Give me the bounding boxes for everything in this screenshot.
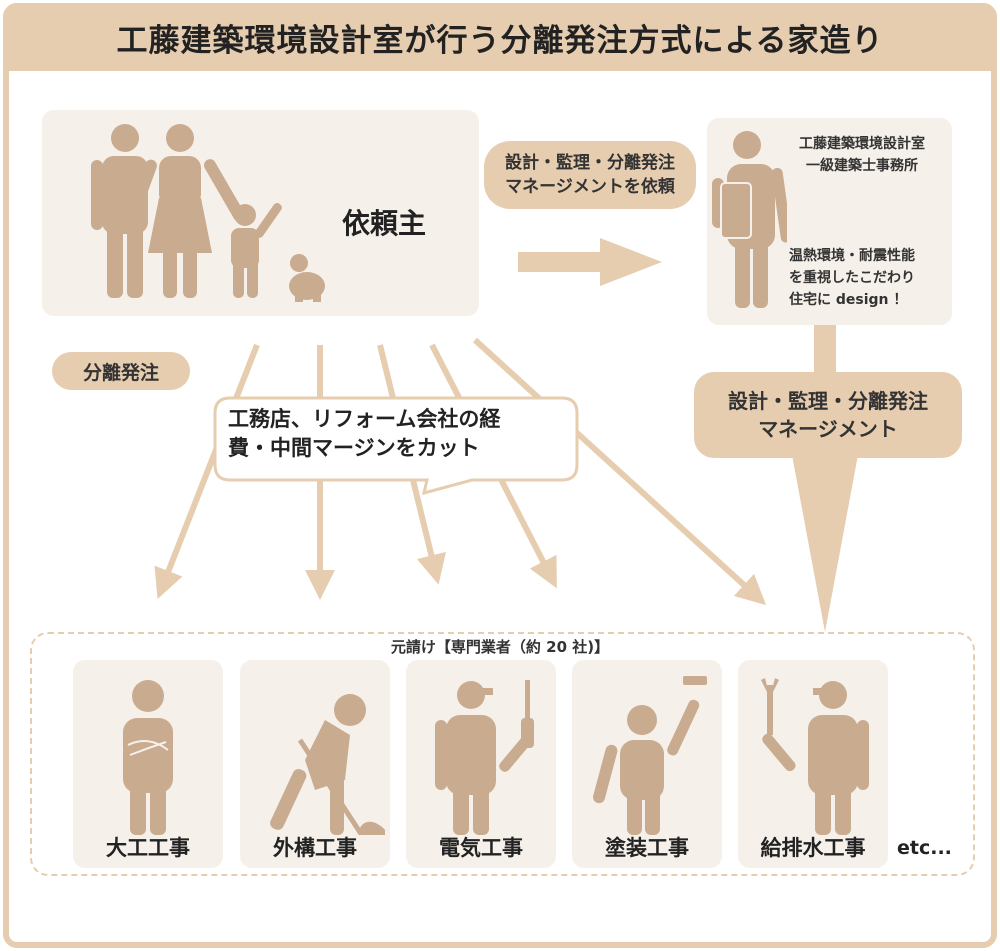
request-pill: 設計・監理・分離発注 マネージメントを依頼 xyxy=(484,141,696,209)
contractor-label: 給排水工事 xyxy=(760,836,866,860)
page-title: 工藤建築環境設計室が行う分離発注方式による家造り xyxy=(3,3,997,71)
callout-line1: 工務店、リフォーム会社の経 xyxy=(228,407,501,431)
electrician-icon xyxy=(435,680,534,835)
contractor-card-electrical: 電気工事 xyxy=(406,660,556,868)
painter-icon xyxy=(593,676,707,835)
contractor-label: 大工工事 xyxy=(106,836,190,860)
digger-icon xyxy=(270,694,385,835)
contractor-label: 外構工事 xyxy=(273,836,357,860)
arrow-carpentry xyxy=(154,343,260,599)
contractor-card-painting: 塗装工事 xyxy=(572,660,722,868)
separate-order-pill: 分離発注 xyxy=(52,352,190,390)
architect-desc2: を重視したこだわり xyxy=(789,270,915,286)
contractor-card-carpentry: 大工工事 xyxy=(73,660,223,868)
contractor-card-plumbing: 給排水工事 xyxy=(738,660,888,868)
contractor-label: 電気工事 xyxy=(439,836,523,860)
architect-desc1: 温熱環境・耐震性能 xyxy=(789,248,915,264)
contractors-heading: 元請け【専門業者（約 20 社)】 xyxy=(390,638,610,656)
architect-desc3: 住宅に design ！ xyxy=(789,292,908,308)
right-arrow xyxy=(518,238,662,286)
contractor-card-exterior: 外構工事 xyxy=(240,660,390,868)
request-line1: 設計・監理・分離発注 xyxy=(505,153,675,173)
contractors-group xyxy=(30,632,975,876)
architect-name2: 一級建築士事務所 xyxy=(806,158,918,174)
management-line1: 設計・監理・分離発注 xyxy=(728,389,928,413)
architect-figure-icon xyxy=(712,131,787,308)
family-icon xyxy=(91,124,325,302)
contractor-label: 塗装工事 xyxy=(605,836,689,860)
client-box: 依頼主 xyxy=(42,110,479,316)
plumber-icon xyxy=(761,678,869,835)
management-pill: 設計・監理・分離発注 マネージメント xyxy=(694,372,962,458)
callout-bubble xyxy=(213,396,579,496)
client-label: 依頼主 xyxy=(342,207,427,240)
arrow-plumbing xyxy=(472,337,767,606)
down-arrow xyxy=(792,325,858,632)
carpenter-icon xyxy=(123,680,173,835)
etc-label: etc... xyxy=(897,837,952,859)
architect-name1: 工藤建築環境設計室 xyxy=(799,136,925,152)
request-line2: マネージメントを依頼 xyxy=(505,177,675,197)
callout-line2: 費・中間マージンをカット xyxy=(228,436,480,460)
management-line2: マネージメント xyxy=(758,417,898,441)
architect-box: 工藤建築環境設計室 一級建築士事務所 温熱環境・耐震性能 を重視したこだわり 住… xyxy=(707,118,952,325)
